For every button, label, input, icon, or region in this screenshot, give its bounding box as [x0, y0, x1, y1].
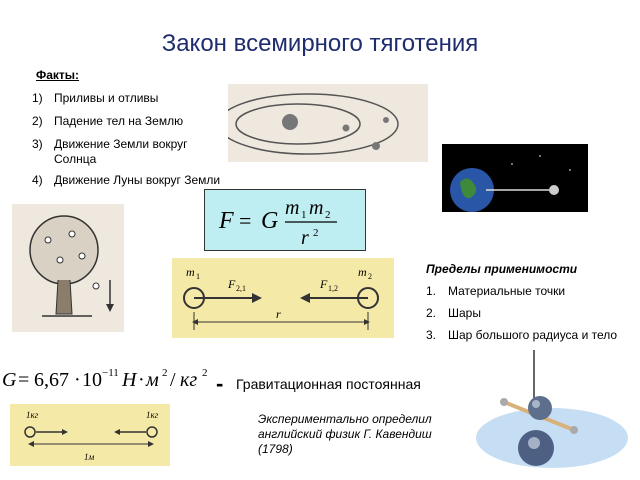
- gravitational-constant-formula: G = 6,67 · 10 −11 Н · м 2 / кг 2: [2, 367, 208, 391]
- formula-G: G: [261, 208, 278, 234]
- experiment-note: Экспериментально определил английский фи…: [258, 412, 432, 456]
- limit-text: Материальные точки: [448, 284, 566, 298]
- fact-item: 1) Приливы и отливы: [32, 91, 158, 106]
- fact-item: 4) Движение Луны вокруг Земли: [32, 173, 220, 188]
- limit-text: Шар большого радиуса и тело: [448, 328, 618, 342]
- force-f12-label: F: [319, 277, 328, 291]
- gravity-formula: F = G m 1 m 2 r 2: [218, 197, 337, 249]
- const-unit-m: м: [145, 369, 159, 391]
- const-exponent: −11: [102, 367, 119, 379]
- dash-separator: -: [216, 371, 224, 396]
- body-m1-label: m: [186, 265, 195, 279]
- planet-icon: [383, 117, 389, 123]
- solar-orbit-illustration: [228, 84, 428, 162]
- fact-text: Движение Земли вокруг Солнца: [54, 137, 188, 166]
- body-m2-label: m: [358, 265, 367, 279]
- const-value: 6,67: [34, 369, 69, 391]
- formula-r: r: [301, 227, 309, 249]
- limit-item: 2. Шары: [426, 306, 481, 321]
- facts-heading: Факты:: [36, 68, 80, 82]
- const-times: ·: [74, 369, 81, 391]
- constant-label: Гравитационная постоянная: [236, 376, 421, 392]
- distance-label: 1м: [84, 452, 95, 462]
- formula-m2-sub: 2: [325, 209, 331, 221]
- cavendish-apparatus-illustration: [476, 350, 628, 468]
- limit-number: 3.: [426, 328, 437, 342]
- limits-heading: Пределы применимости: [426, 262, 578, 276]
- const-unit-m-exp: 2: [162, 367, 168, 379]
- force-f21-sub: 2,1: [236, 284, 246, 293]
- limit-number: 2.: [426, 306, 437, 320]
- sun-icon: [282, 114, 298, 130]
- const-base: 10: [82, 369, 102, 391]
- limit-text: Шары: [448, 306, 481, 320]
- earth-moon-space-image: [442, 144, 588, 212]
- formula-eq: =: [239, 208, 251, 233]
- large-sphere: [528, 396, 552, 420]
- limit-item: 1. Материальные точки: [426, 284, 565, 299]
- right-mass-label: 1кг: [146, 410, 159, 420]
- force-diagram: m 1 m 2 F 2,1 F 1,2 r: [172, 258, 394, 338]
- body-m2-sub: 2: [368, 272, 372, 281]
- const-G: G: [2, 369, 17, 391]
- two-balls-diagram: 1кг 1кг 1м: [10, 404, 170, 466]
- formula-m1-sub: 1: [301, 209, 307, 221]
- planet-icon: [342, 124, 350, 132]
- const-unit-kg: кг: [180, 369, 197, 391]
- right-ball: [146, 426, 158, 438]
- gravity-formula-box: F = G m 1 m 2 r 2: [204, 189, 366, 251]
- planet-icon: [372, 142, 380, 150]
- page-title: Закон всемирного тяготения: [161, 30, 479, 57]
- fact-text: Приливы и отливы: [54, 91, 159, 105]
- force-f21-label: F: [227, 277, 236, 291]
- const-unit-slash: /: [170, 369, 176, 391]
- distance-r-label: r: [276, 307, 281, 321]
- formula-m2: m: [309, 197, 323, 219]
- moon-icon: [549, 185, 559, 195]
- force-f12-sub: 1,2: [328, 284, 338, 293]
- fact-number: 2): [32, 114, 43, 128]
- formula-F: F: [218, 208, 234, 234]
- fact-text: Падение тел на Землю: [54, 114, 184, 128]
- fact-number: 4): [32, 173, 43, 187]
- fact-text: Движение Луны вокруг Земли: [54, 173, 221, 187]
- fact-item: 2) Падение тел на Землю: [32, 114, 183, 129]
- limit-number: 1.: [426, 284, 437, 298]
- fact-item: 3) Движение Земли вокруг Солнца: [32, 137, 204, 167]
- apple-tree-illustration: [12, 204, 124, 332]
- body-m1-sub: 1: [196, 272, 200, 281]
- const-unit-dot: ·: [138, 369, 145, 391]
- formula-r-exp: 2: [313, 227, 319, 239]
- const-eq: =: [18, 369, 29, 391]
- fact-number: 3): [32, 137, 43, 151]
- const-unit-n: Н: [121, 369, 138, 391]
- formula-m1: m: [285, 197, 299, 219]
- fact-number: 1): [32, 91, 43, 105]
- const-unit-kg-exp: 2: [202, 367, 208, 379]
- left-mass-label: 1кг: [26, 410, 39, 420]
- limit-item: 3. Шар большого радиуса и тело: [426, 328, 622, 343]
- left-ball: [24, 426, 36, 438]
